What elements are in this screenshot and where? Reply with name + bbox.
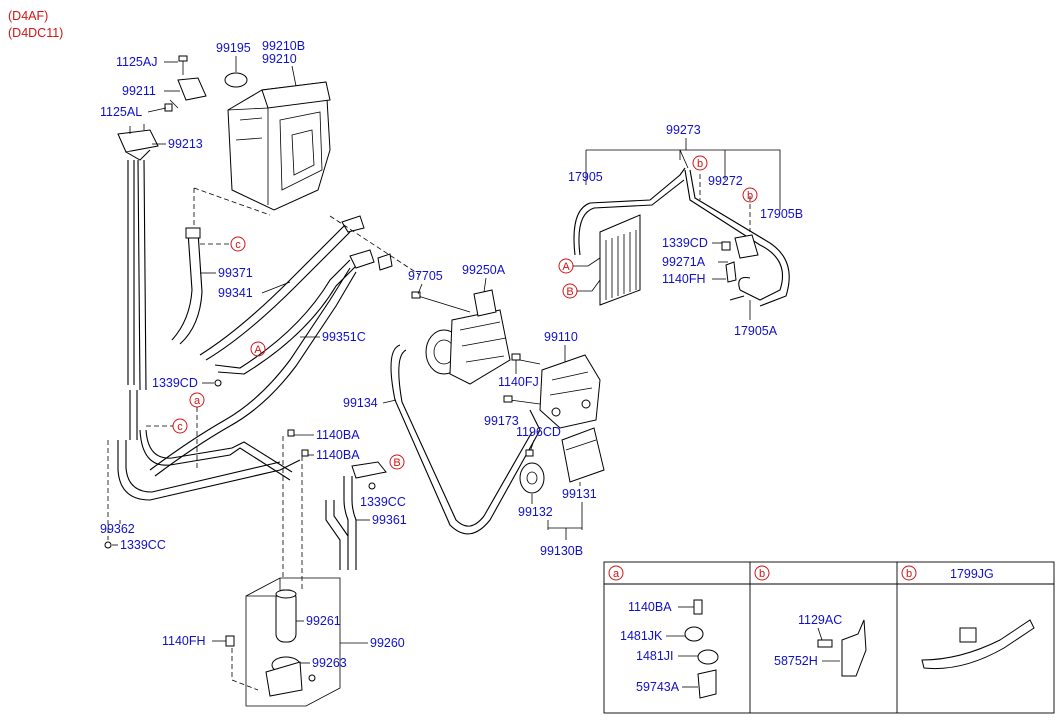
label-99211: 99211 [122,84,156,98]
label-1140fh-left: 1140FH [162,634,206,648]
evaporator-unit [224,72,331,211]
compressor-99250A [411,289,511,385]
ref-marker-B-right: B [566,286,573,298]
ref-marker-b-2: b [747,190,753,202]
label-1140fh-right: 1140FH [662,272,706,286]
pipe-17905B [684,169,784,301]
ref-marker-B-left: B [393,457,400,469]
ref-marker-A-left: A [254,344,262,356]
label-99271a: 99271A [662,255,706,269]
ref-marker-c-2: c [177,421,183,433]
label-99261: 99261 [306,614,341,628]
table-b-item-58752h: 58752H [774,654,818,668]
label-99362: 99362 [100,522,135,536]
hose-99351C [214,259,351,369]
label-99351c: 99351C [322,330,366,344]
label-99131: 99131 [562,487,597,501]
ref-marker-b-1: b [697,158,703,170]
label-99263: 99263 [312,656,347,670]
table-a-item-59743a: 59743A [636,680,680,694]
hose-99341 [199,224,346,356]
label-99130b: 99130B [540,544,583,558]
bracket-99211 [164,55,207,112]
label-1125aj: 1125AJ [116,55,157,69]
detail-table: a b b 1799JG 1140BA 1481JK 1481JI 59743A… [603,561,1055,714]
pipe-17905 [573,167,686,256]
ref-marker-A-right: A [562,261,570,273]
label-99371: 99371 [218,266,253,280]
label-99210b: 99210B [262,39,305,53]
table-a-item-1481ji: 1481JI [636,649,674,663]
label-1140ba-2: 1140BA [316,448,360,462]
label-99210: 99210 [262,52,297,66]
label-99341: 99341 [218,286,253,300]
ref-marker-c-1: c [235,239,241,251]
belt-99134 [390,344,541,535]
tie-strap-1799jg [921,619,1035,670]
table-marker-b-1: b [759,568,765,580]
pipe-left-vertical [127,160,135,385]
ref-marker-a-1: a [194,395,201,407]
idler-pulley-99132 [519,462,545,494]
label-99272: 99272 [708,174,743,188]
label-17905a: 17905A [734,324,778,338]
label-99273: 99273 [666,123,701,137]
label-1140fj: 1140FJ [498,375,539,389]
table-a-item-1140ba: 1140BA [628,600,672,614]
valve-99213 [117,124,159,161]
bracket-99263 [265,656,303,697]
table-a-item-1481jk: 1481JK [620,629,663,643]
label-97705: 97705 [408,269,443,283]
label-99260: 99260 [370,636,405,650]
label-99173: 99173 [484,414,519,428]
label-1196cd: 1196CD [516,425,561,439]
condenser [599,214,641,306]
cap-99195 [224,72,248,88]
table-b-item-1129ac: 1129AC [798,613,842,627]
hose-99371 [171,231,193,341]
table-marker-a: a [613,568,620,580]
bracket-99131 [561,427,605,483]
engine-code-d4af: (D4AF) [8,9,48,23]
label-99361: 99361 [372,513,407,527]
label-99195: 99195 [216,41,251,55]
engine-code-d4dc11: (D4DC11) [8,26,63,40]
label-1339cd-left: 1339CD [152,376,198,390]
label-99132: 99132 [518,505,553,519]
label-1140ba-1: 1140BA [316,428,360,442]
label-17905b: 17905B [760,207,803,221]
label-99110: 99110 [544,330,578,344]
label-99213: 99213 [168,137,203,151]
bracket-99110 [539,354,601,429]
label-99134: 99134 [343,396,378,410]
table-header-1799jg: 1799JG [950,567,994,581]
receiver-drier-99261 [275,589,297,643]
label-99250a: 99250A [462,263,506,277]
label-17905: 17905 [568,170,603,184]
label-1339cc-left: 1339CC [120,538,166,552]
label-1339cd-right: 1339CD [662,236,708,250]
label-1339cc-mid: 1339CC [360,495,406,509]
table-marker-b-2: b [906,568,912,580]
label-1125al: 1125AL [100,105,142,119]
